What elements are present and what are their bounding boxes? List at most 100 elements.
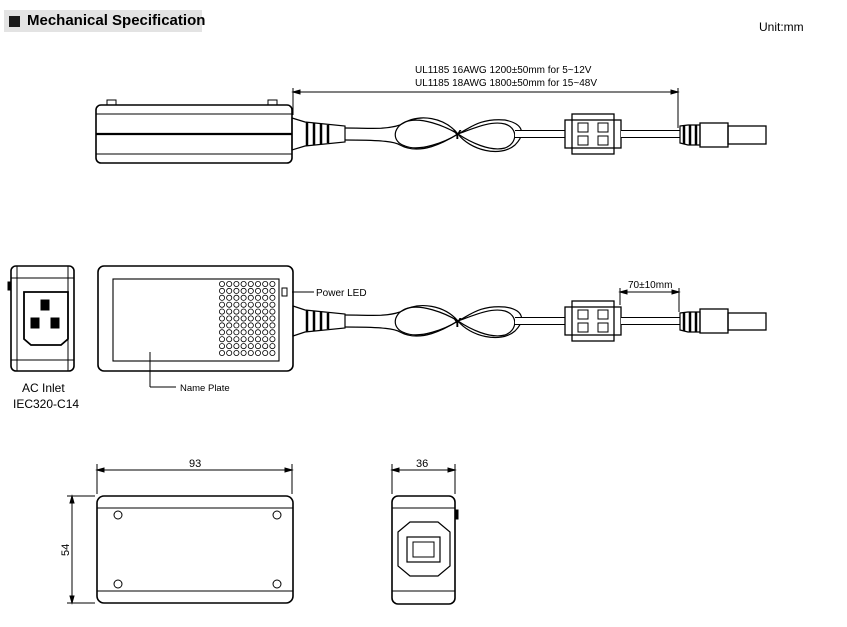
ac-inlet-label: AC Inlet [22,381,65,395]
vent-hole [226,301,233,308]
vent-hole [262,336,269,343]
vent-hole [233,343,240,350]
unit-label: Unit:mm [759,20,804,34]
width-dimension: 93 [189,458,201,470]
vent-hole [254,308,261,315]
vent-hole [247,322,254,329]
vent-hole [226,349,233,356]
vent-hole [254,343,261,350]
vent-hole [218,294,225,301]
ventilation-grid [218,280,276,356]
vent-hole [254,280,261,287]
vent-hole [247,287,254,294]
vent-hole [226,308,233,315]
vent-hole [218,349,225,356]
vent-hole [240,329,247,336]
vent-hole [269,329,276,336]
end-view [390,464,459,605]
vent-hole [262,343,269,350]
vent-hole [233,280,240,287]
depth-dimension: 36 [416,458,428,470]
vent-hole [247,294,254,301]
vent-hole [247,336,254,343]
vent-hole [240,287,247,294]
vent-hole [262,280,269,287]
vent-hole [254,336,261,343]
vent-hole [233,322,240,329]
vent-hole [240,308,247,315]
vent-hole [262,308,269,315]
vent-hole [269,322,276,329]
side-view [97,265,767,388]
cable-spec-line-1: UL1185 16AWG 1200±50mm for 5~12V [415,65,592,76]
vent-hole [240,301,247,308]
vent-hole [240,336,247,343]
vent-hole [269,349,276,356]
vent-hole [247,349,254,356]
vent-hole [254,287,261,294]
vent-hole [247,315,254,322]
vent-hole [226,287,233,294]
cable-tie-label-top: Y [453,127,462,142]
vent-hole [218,308,225,315]
vent-hole [240,322,247,329]
ac-inlet-view [7,265,75,372]
vent-hole [240,315,247,322]
vent-hole [226,343,233,350]
vent-hole [226,294,233,301]
vent-hole [262,329,269,336]
vent-hole [226,315,233,322]
vent-hole [233,329,240,336]
vent-hole [226,329,233,336]
height-dimension: 54 [60,544,72,556]
ac-inlet-standard: IEC320-C14 [13,397,79,411]
vent-hole [218,329,225,336]
vent-hole [262,287,269,294]
vent-hole [240,343,247,350]
vent-hole [269,308,276,315]
top-view [95,88,767,164]
vent-hole [254,349,261,356]
vent-hole [247,329,254,336]
vent-hole [247,308,254,315]
vent-hole [240,294,247,301]
vent-hole [262,301,269,308]
vent-hole [226,280,233,287]
vent-hole [218,322,225,329]
vent-hole [233,287,240,294]
vent-hole [254,322,261,329]
vent-hole [262,294,269,301]
power-led-callout: Power LED [316,288,367,299]
vent-hole [269,315,276,322]
vent-hole [218,343,225,350]
vent-hole [218,287,225,294]
vent-hole [254,301,261,308]
vent-hole [233,308,240,315]
vent-hole [233,349,240,356]
vent-hole [254,294,261,301]
plug-length-dim: 70±10mm [628,280,672,291]
vent-hole [226,322,233,329]
vent-hole [233,301,240,308]
vent-hole [269,343,276,350]
bullet-square-icon [9,16,20,27]
vent-hole [262,322,269,329]
vent-hole [233,294,240,301]
vent-hole [262,349,269,356]
vent-hole [254,315,261,322]
vent-hole [262,315,269,322]
vent-hole [269,287,276,294]
vent-hole [269,280,276,287]
vent-hole [240,349,247,356]
vent-hole [269,301,276,308]
vent-hole [218,280,225,287]
section-title: Mechanical Specification [27,12,206,29]
name-plate-callout: Name Plate [180,383,230,394]
vent-hole [269,336,276,343]
vent-hole [218,336,225,343]
section-header: Mechanical Specification [4,10,206,32]
vent-hole [233,315,240,322]
vent-hole [240,280,247,287]
vent-hole [247,301,254,308]
